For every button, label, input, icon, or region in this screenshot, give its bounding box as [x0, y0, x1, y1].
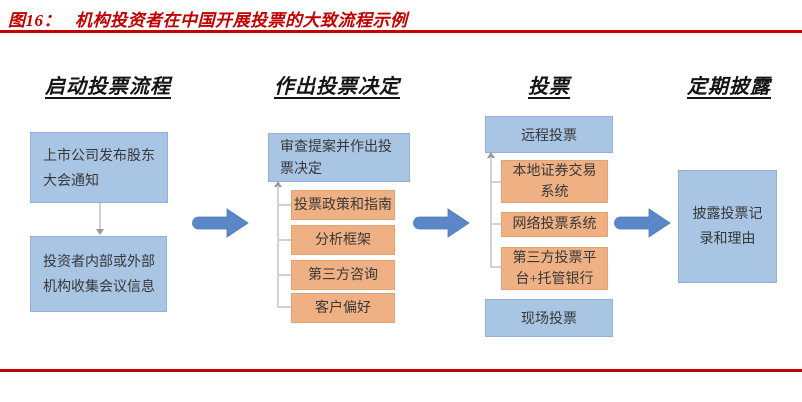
box-third-party-platform: 第三方投票平台+托管银行: [501, 247, 608, 290]
box-online-voting-system: 网络投票系统: [501, 212, 608, 237]
connector-stage3-stub: [492, 223, 501, 225]
box-collect-info: 投资者内部或外部机构收集会议信息: [30, 236, 167, 312]
box-remote-voting: 远程投票: [485, 116, 613, 153]
top-rule: [0, 30, 802, 33]
connector-stage2-stub: [279, 239, 291, 241]
connector-stage2-stub: [279, 274, 291, 276]
stage3-heading: 投票: [528, 76, 570, 98]
arrow-up-icon: [487, 152, 495, 158]
connector-stage3-trunk: [490, 157, 492, 268]
figure-number: 图16：: [8, 11, 61, 30]
bottom-rule: [0, 369, 802, 372]
box-agm-notice: 上市公司发布股东大会通知: [30, 132, 168, 203]
connector-stage1-line: [99, 203, 101, 230]
stage1-heading: 启动投票流程: [45, 76, 171, 98]
connector-stage2-stub: [279, 204, 291, 206]
figure-caption: 图16： 机构投资者在中国开展投票的大致流程示例: [8, 6, 408, 31]
flow-arrow-right-icon: [413, 208, 470, 238]
box-client-preference: 客户偏好: [291, 293, 395, 323]
connector-stage2-stub: [279, 306, 291, 308]
box-local-exchange-system: 本地证券交易系统: [501, 160, 608, 203]
box-review-proposal: 审查提案并作出投票决定: [268, 133, 410, 182]
box-analysis-framework: 分析框架: [291, 225, 395, 255]
connector-stage2-trunk: [277, 186, 279, 308]
box-disclose-records: 披露投票记录和理由: [678, 170, 777, 283]
box-onsite-voting: 现场投票: [485, 299, 613, 337]
box-third-party-advice: 第三方咨询: [291, 260, 395, 290]
stage2-heading: 作出投票决定: [274, 76, 400, 98]
figure-title: 机构投资者在中国开展投票的大致流程示例: [75, 11, 408, 30]
arrow-up-icon: [274, 181, 282, 187]
flow-arrow-right-icon: [192, 208, 249, 238]
flow-arrow-right-icon: [614, 208, 671, 238]
arrow-down-icon: [96, 229, 104, 235]
box-voting-policy: 投票政策和指南: [291, 190, 395, 220]
connector-stage3-stub: [492, 266, 501, 268]
connector-stage3-stub: [492, 181, 501, 183]
stage4-heading: 定期披露: [687, 76, 771, 98]
